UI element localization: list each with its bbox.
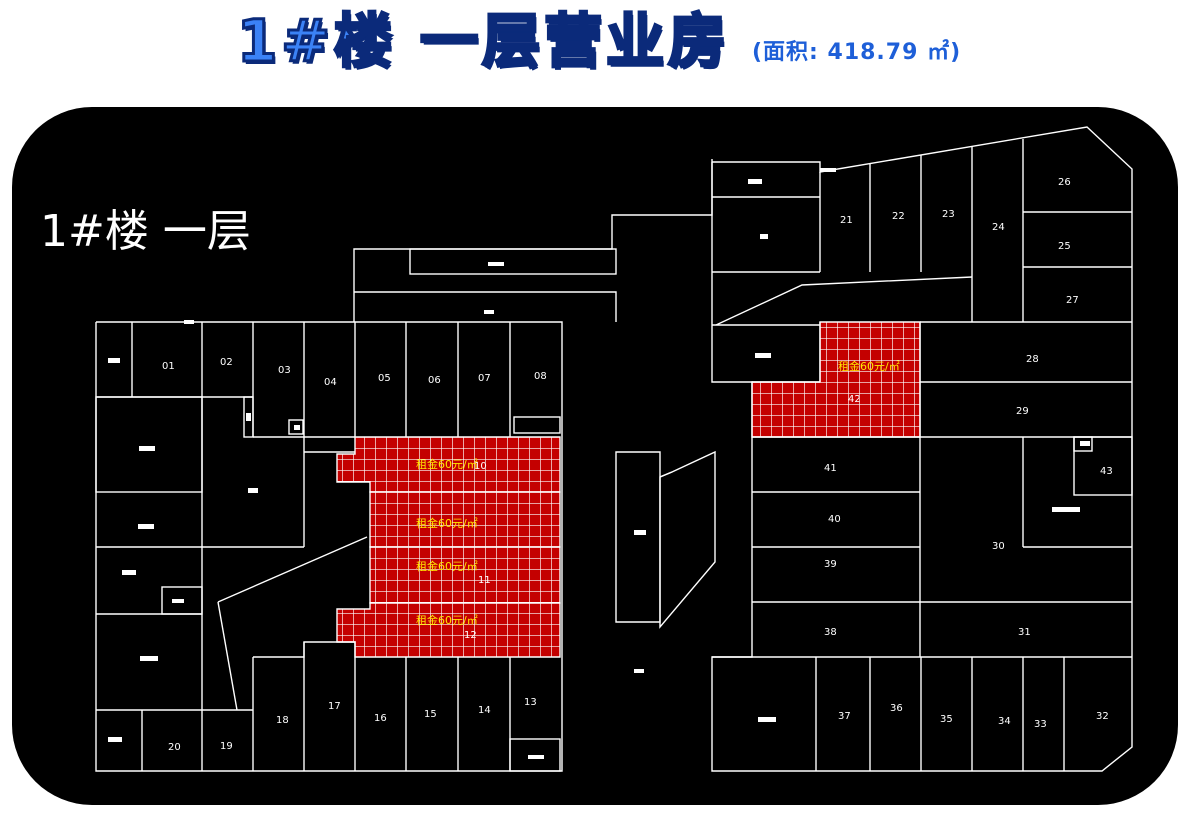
unit-label: 19 (220, 741, 233, 752)
rent-label: 租金60元/㎡ (416, 613, 478, 627)
unit-label: 11 (478, 575, 491, 586)
unit-label: 21 (840, 215, 853, 226)
unit-label: 04 (324, 377, 337, 388)
rent-label: 租金60元/㎡ (416, 559, 478, 573)
unit-label: 02 (220, 357, 233, 368)
unit-label: 31 (1018, 627, 1031, 638)
rent-label: 租金60元/㎡ (416, 516, 478, 530)
unit-label: 36 (890, 703, 903, 714)
unit-label: 39 (824, 559, 837, 570)
unit-label: 07 (478, 373, 491, 384)
unit-label: 26 (1058, 177, 1071, 188)
rent-label: 租金60元/㎡ (838, 359, 900, 373)
unit-label: 14 (478, 705, 491, 716)
unit-label: 16 (374, 713, 387, 724)
page-title: 1#楼 一层营业房 (235, 6, 731, 77)
unit-label: 34 (998, 716, 1011, 727)
unit-label: 03 (278, 365, 291, 376)
unit-label: 15 (424, 709, 437, 720)
unit-label: 06 (428, 375, 441, 386)
unit-label: 13 (524, 697, 537, 708)
unit-label: 30 (992, 541, 1005, 552)
unit-label: 23 (942, 209, 955, 220)
floor-label: 1#楼 一层 (40, 206, 251, 257)
available-unit-11b[interactable] (369, 546, 561, 604)
unit-label: 20 (168, 742, 181, 753)
unit-label: 38 (824, 627, 837, 638)
unit-label: 33 (1034, 719, 1047, 730)
unit-label: 12 (464, 630, 477, 641)
unit-label: 05 (378, 373, 391, 384)
unit-label: 42 (848, 394, 861, 405)
unit-label: 40 (828, 514, 841, 525)
unit-label: 43 (1100, 466, 1113, 477)
rent-labels: 租金60元/㎡ 租金60元/㎡ 租金60元/㎡ 租金60元/㎡ 租金60元/㎡ (416, 359, 900, 627)
unit-label: 25 (1058, 241, 1071, 252)
area-note: (面积: 418.79 ㎡) (752, 40, 962, 65)
unit-label: 29 (1016, 406, 1029, 417)
unit-label: 17 (328, 701, 341, 712)
unit-label: 10 (474, 461, 487, 472)
unit-label: 24 (992, 222, 1005, 233)
available-unit-12[interactable] (336, 602, 561, 658)
center-structure (615, 450, 716, 629)
unit-label: 32 (1096, 711, 1109, 722)
right-block-walls (711, 126, 1133, 772)
unit-label: 08 (534, 371, 547, 382)
available-unit-10[interactable] (336, 436, 561, 493)
unit-label: 22 (892, 211, 905, 222)
unit-numbers: 01 02 03 04 05 06 07 08 10 11 12 13 14 1… (162, 177, 1113, 753)
unit-label: 18 (276, 715, 289, 726)
unit-label: 28 (1026, 354, 1039, 365)
unit-label: 35 (940, 714, 953, 725)
unit-label: 37 (838, 711, 851, 722)
available-unit-42[interactable] (751, 321, 921, 438)
floor-plan: 01 02 03 04 05 06 07 08 10 11 12 13 14 1… (95, 126, 1133, 772)
unit-label: 01 (162, 361, 175, 372)
floor-plan-board: 01 02 03 04 05 06 07 08 10 11 12 13 14 1… (12, 107, 1178, 805)
left-block-walls (95, 159, 713, 772)
page-header: 1#楼 一层营业房 (面积: 418.79 ㎡) (0, 0, 1191, 96)
unit-label: 27 (1066, 295, 1079, 306)
illegible-markers (108, 168, 1090, 759)
rent-label: 租金60元/㎡ (416, 457, 478, 471)
unit-label: 41 (824, 463, 837, 474)
